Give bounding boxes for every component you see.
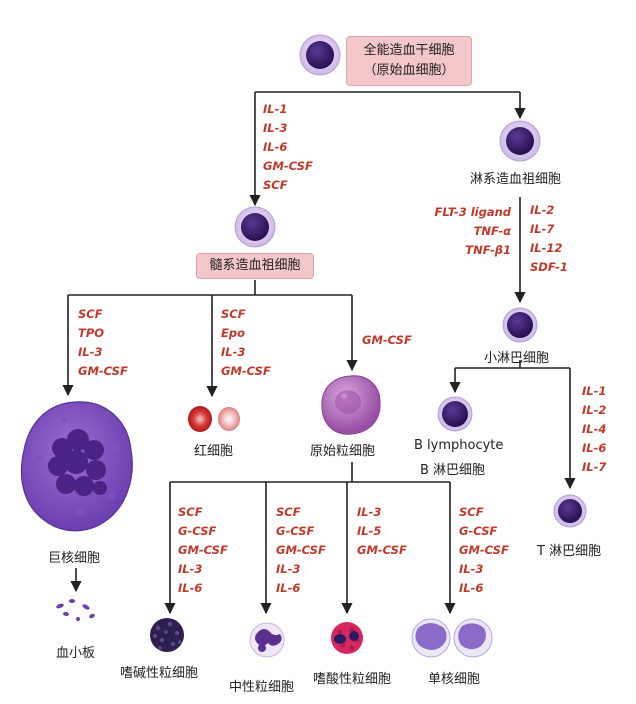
- basophil-label: 嗜碱性粒细胞: [120, 666, 199, 681]
- factor: GM-CSF: [78, 364, 128, 378]
- factors-to-t-cell: IL-1 IL-2 IL-4 IL-6 IL-7: [582, 382, 606, 477]
- connector-lines: [62, 91, 576, 615]
- t-lymphocyte-cell-icon: [553, 494, 587, 528]
- factors-to-neutrophil: SCF G-CSF GM-CSF IL-3 IL-6: [276, 503, 326, 598]
- factor: IL-3: [263, 121, 288, 135]
- factors-to-basophil: SCF G-CSF GM-CSF IL-3 IL-6: [178, 503, 228, 598]
- hsc-cell-icon: [299, 34, 341, 76]
- factor: IL-4: [582, 422, 607, 436]
- myeloid-progenitor-cell-icon: [234, 206, 276, 248]
- factor: SCF: [78, 307, 103, 321]
- factor: TNF-α: [473, 224, 511, 238]
- hsc-name: 全能造血干细胞: [363, 43, 455, 58]
- factor: IL-12: [530, 241, 563, 255]
- platelet-label: 血小板: [56, 646, 96, 661]
- factor: SCF: [178, 505, 203, 519]
- factor: IL-3: [459, 562, 484, 576]
- eosinophil-cell-icon: [331, 622, 363, 654]
- factor: GM-CSF: [362, 333, 412, 347]
- factor: TPO: [78, 326, 105, 340]
- hsc-alt-name: （原始血细胞）: [363, 63, 455, 78]
- factor: IL-1: [263, 102, 288, 116]
- factor: GM-CSF: [263, 159, 313, 173]
- factor: TNF-β1: [465, 243, 511, 257]
- factor: SCF: [276, 505, 301, 519]
- factor: SCF: [459, 505, 484, 519]
- factor: IL-3: [357, 505, 382, 519]
- factors-to-monocyte: SCF G-CSF GM-CSF IL-3 IL-6: [459, 503, 509, 598]
- factor: IL-3: [276, 562, 301, 576]
- factor: GM-CSF: [459, 543, 509, 557]
- eosinophil-label: 嗜酸性粒细胞: [313, 672, 392, 687]
- factor: IL-3: [78, 345, 103, 359]
- factors-to-erythrocyte: SCF Epo IL-3 GM-CSF: [221, 305, 271, 381]
- factors-to-megakaryocyte: SCF TPO IL-3 GM-CSF: [78, 305, 128, 381]
- lymphoid-progenitor-cell-icon: [499, 120, 541, 162]
- lymphoid-progenitor-label: 淋系造血祖细胞: [470, 172, 562, 187]
- factor: G-CSF: [276, 524, 315, 538]
- hsc-label: 全能造血干细胞 （原始血细胞）: [346, 36, 472, 86]
- megakaryocyte-label: 巨核细胞: [48, 551, 101, 566]
- factor: IL-7: [530, 222, 555, 236]
- erythrocyte-label: 红细胞: [194, 444, 234, 459]
- factor: SDF-1: [530, 260, 568, 274]
- monocyte-cell-icon: [411, 618, 493, 658]
- factor: IL-3: [178, 562, 203, 576]
- neutrophil-cell-icon: [249, 622, 285, 658]
- myeloid-progenitor-label: 髓系造血祖细胞: [196, 253, 314, 279]
- factor: IL-7: [582, 460, 607, 474]
- factor: IL-6: [582, 441, 607, 455]
- b-lymphocyte-label: B 淋巴细胞: [420, 463, 486, 478]
- factor: IL-5: [357, 524, 382, 538]
- small-lymphocyte-cell-icon: [502, 307, 538, 343]
- factors-lymphoid-left: FLT-3 ligand TNF-α TNF-β1: [415, 203, 511, 260]
- t-lymphocyte-label: T 淋巴细胞: [537, 544, 602, 559]
- factors-to-myeloblast: GM-CSF: [362, 331, 412, 350]
- factor: Epo: [221, 326, 245, 340]
- factor: IL-6: [276, 581, 301, 595]
- factor: GM-CSF: [276, 543, 326, 557]
- platelet-cell-icon: [56, 599, 95, 621]
- factor: GM-CSF: [357, 543, 407, 557]
- factor: IL-6: [459, 581, 484, 595]
- monocyte-label: 单核细胞: [428, 672, 481, 687]
- factor: IL-6: [263, 140, 288, 154]
- b-lymphocyte-cell-icon: [437, 396, 473, 432]
- b-lymphocyte-en-label: B lymphocyte: [414, 438, 504, 453]
- factor: G-CSF: [178, 524, 217, 538]
- small-lymphocyte-label: 小淋巴细胞: [484, 351, 550, 366]
- factors-hsc-to-myeloid: IL-1 IL-3 IL-6 GM-CSF SCF: [263, 100, 313, 195]
- factor: SCF: [263, 178, 288, 192]
- factor: IL-1: [582, 384, 607, 398]
- factor: IL-2: [530, 203, 555, 217]
- factor: G-CSF: [459, 524, 498, 538]
- myeloblast-label: 原始粒细胞: [310, 444, 376, 459]
- erythrocyte-cell-icon: [188, 406, 240, 432]
- factor: IL-6: [178, 581, 203, 595]
- neutrophil-label: 中性粒细胞: [229, 680, 295, 695]
- factor: IL-2: [582, 403, 607, 417]
- factor: GM-CSF: [221, 364, 271, 378]
- myeloblast-cell-icon: [321, 375, 381, 435]
- factors-to-eosinophil: IL-3 IL-5 GM-CSF: [357, 503, 407, 560]
- factor: IL-3: [221, 345, 246, 359]
- factor: SCF: [221, 307, 246, 321]
- factors-lymphoid-right: IL-2 IL-7 IL-12 SDF-1: [530, 201, 568, 277]
- megakaryocyte-cell-icon: [20, 401, 133, 532]
- factor: GM-CSF: [178, 543, 228, 557]
- factor: FLT-3 ligand: [434, 205, 511, 219]
- basophil-cell-icon: [150, 618, 184, 652]
